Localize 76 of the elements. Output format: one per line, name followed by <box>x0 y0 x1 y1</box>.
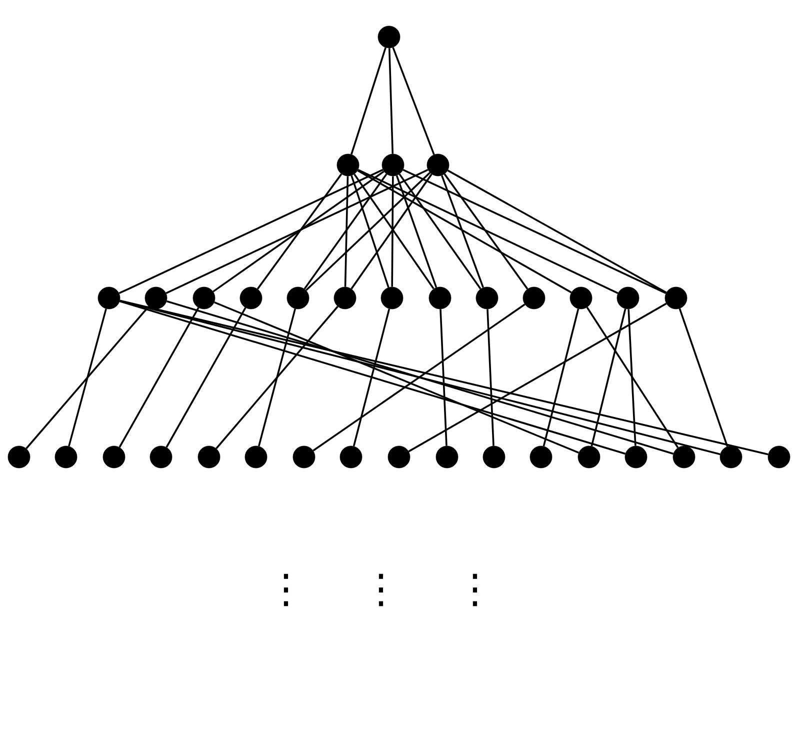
edge-line <box>402 168 666 294</box>
edge-line <box>119 300 626 455</box>
graph-node <box>102 446 126 468</box>
edge-line <box>166 168 428 294</box>
edge-line <box>352 308 390 446</box>
edge-line <box>440 309 448 446</box>
graph-node <box>286 286 310 310</box>
edge-line <box>68 308 107 446</box>
graph-node <box>144 286 168 310</box>
vertical-ellipsis: ⋮ <box>284 574 288 606</box>
edge-line <box>304 174 388 290</box>
graph-node <box>768 446 790 468</box>
edge-line <box>542 308 580 446</box>
graph-node <box>388 446 410 468</box>
edge-line <box>26 306 150 450</box>
edge-line <box>628 309 636 446</box>
edge-line <box>388 48 394 154</box>
graph-node <box>240 286 262 310</box>
edge-line <box>586 306 679 448</box>
edge-line <box>392 47 435 155</box>
graph-node <box>578 446 600 468</box>
graph-node <box>150 446 172 468</box>
edge-line <box>590 308 626 446</box>
graph-node <box>476 286 498 310</box>
edge-line <box>398 174 482 290</box>
graph-node <box>98 286 120 310</box>
edge-line <box>408 302 667 452</box>
edge-line <box>118 168 384 294</box>
graph-node <box>340 446 362 468</box>
graph-node <box>672 446 696 468</box>
edge-line <box>396 175 438 288</box>
graph-node <box>522 286 546 310</box>
edge-line <box>486 309 494 446</box>
edge-line <box>358 169 618 294</box>
vertical-ellipsis: ⋮ <box>378 574 384 606</box>
graph-node <box>426 154 450 176</box>
edge-line <box>447 170 667 294</box>
edge-line <box>118 307 200 448</box>
edge-line <box>391 176 394 287</box>
edge-line <box>258 308 296 446</box>
graph-node <box>336 154 360 176</box>
graph-node <box>664 286 688 310</box>
graph-node <box>244 446 268 468</box>
graph-node <box>720 446 742 468</box>
graph-node <box>334 286 356 310</box>
edge-line <box>350 47 386 155</box>
edge-line <box>312 304 526 452</box>
graph-node <box>530 446 552 468</box>
edge-line <box>350 175 390 288</box>
graph-node <box>54 446 78 468</box>
edge-line <box>306 172 430 291</box>
graph-node <box>382 154 404 176</box>
graph-node <box>192 286 216 310</box>
graph-node <box>482 446 506 468</box>
edge-line <box>344 176 349 287</box>
graph-node <box>616 286 640 310</box>
graph-node <box>198 446 220 468</box>
edge-line <box>678 308 728 447</box>
vertical-ellipsis: ⋮ <box>472 574 478 606</box>
edge-line <box>214 301 579 454</box>
edge-line <box>357 170 572 294</box>
edge-line <box>166 307 246 448</box>
graph-node <box>8 446 30 468</box>
edge-line <box>256 174 342 290</box>
graph-node <box>292 446 316 468</box>
graph-node <box>436 446 458 468</box>
graph-node <box>380 286 404 310</box>
graph-node <box>428 286 452 310</box>
edge-line <box>212 170 384 292</box>
graph-node <box>378 26 400 48</box>
graph-node <box>624 446 648 468</box>
edge-line <box>166 300 674 455</box>
edge-line <box>444 174 528 290</box>
edge-line <box>216 306 338 450</box>
edge-line <box>441 175 484 288</box>
graph-node <box>570 286 592 310</box>
